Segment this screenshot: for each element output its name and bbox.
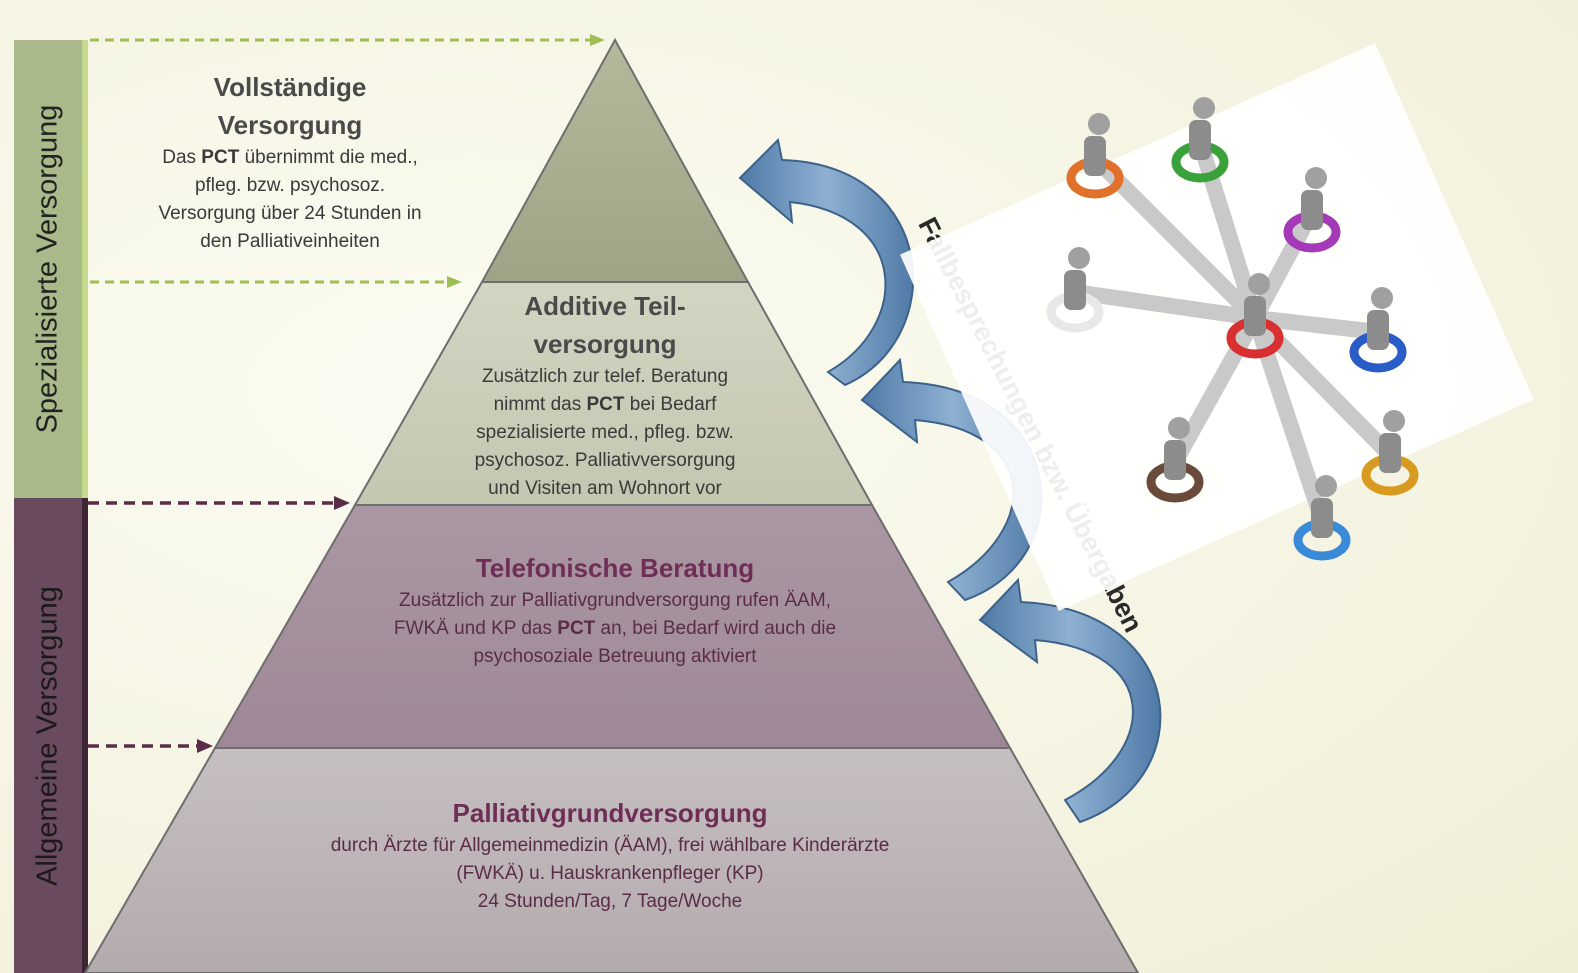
level-additive-text: Additive Teil- versorgung Zusätzlich zur… — [420, 287, 790, 503]
level-full-title-2: Versorgung — [217, 110, 363, 140]
level-phone-body-3: psychosoziale Betreuung aktiviert — [473, 646, 757, 667]
specialized-care-bar: Spezialisierte Versorgung — [14, 40, 88, 498]
network-person — [1146, 417, 1204, 503]
dashed-green-arrow-top — [90, 34, 605, 46]
network-arrow — [1067, 284, 1263, 326]
curved-arrow-to-phone — [978, 577, 1162, 824]
network-person — [1171, 97, 1229, 183]
level-additive-body-3: spezialisierte med., pfleg. bzw. — [476, 422, 734, 443]
level-additive-body-2: nimmt das PCT bei Bedarf — [493, 394, 717, 415]
network-arrow — [1192, 134, 1263, 326]
dashed-purple-arrow-lower — [88, 739, 213, 753]
network-person — [1066, 113, 1124, 199]
level-additive-body-5: und Visiten am Wohnort vor — [488, 478, 722, 499]
level-phone-body-1: Zusätzlich zur Palliativgrundversorgung … — [399, 590, 831, 611]
level-basic-body-3: 24 Stunden/Tag, 7 Tage/Woche — [477, 891, 743, 912]
level-phone-body-2: FWKÄ und KP das PCT an, bei Bedarf wird … — [393, 618, 837, 639]
level-basic-body-1: durch Ärzte für Allgemeinmedizin (ÄAM), … — [330, 835, 890, 856]
level-additive-body-4: psychosoz. Palliativversorgung — [474, 450, 736, 471]
level-phone-title: Telefonische Beratung — [475, 553, 755, 583]
level-basic-text: Palliativgrundversorgung durch Ärzte für… — [200, 794, 1020, 916]
network-person — [1283, 167, 1341, 253]
level-full-body-1: Das PCT übernimmt die med., — [162, 147, 418, 168]
curved-arrow-to-full — [738, 137, 915, 387]
level-full-body-4: den Palliativeinheiten — [200, 231, 380, 252]
network-arrow — [1167, 310, 1263, 470]
network-person — [1349, 287, 1407, 373]
general-care-bar: Allgemeine Versorgung — [14, 498, 88, 973]
network-arrow — [1247, 310, 1386, 340]
level-full-text: Vollständige Versorgung Das PCT übernimm… — [110, 68, 470, 256]
network-image-panel — [900, 43, 1534, 611]
level-basic-body-2: (FWKÄ) u. Hauskrankenpfleger (KP) — [456, 863, 764, 884]
network-person — [1046, 247, 1104, 333]
dashed-green-arrow-mid — [90, 276, 462, 288]
level-full-body-2: pfleg. bzw. psychosoz. — [194, 175, 386, 196]
level-basic-title: Palliativgrundversorgung — [452, 798, 768, 828]
level-phone-text: Telefonische Beratung Zusätzlich zur Pal… — [290, 549, 940, 671]
pyramid-tier-basic — [83, 747, 1140, 973]
level-full-body-3: Versorgung über 24 Stunden in — [158, 203, 422, 224]
dashed-purple-arrow-upper — [88, 496, 350, 510]
network-people — [1046, 97, 1419, 561]
level-additive-title-1: Additive Teil- — [524, 291, 686, 321]
network-person — [1361, 410, 1419, 496]
level-additive-body-1: Zusätzlich zur telef. Beratung — [481, 366, 729, 387]
network-person-center — [1226, 273, 1284, 359]
level-additive-title-2: versorgung — [533, 329, 677, 359]
level-full-title-1: Vollständige — [213, 72, 367, 102]
network-person — [1293, 475, 1351, 561]
